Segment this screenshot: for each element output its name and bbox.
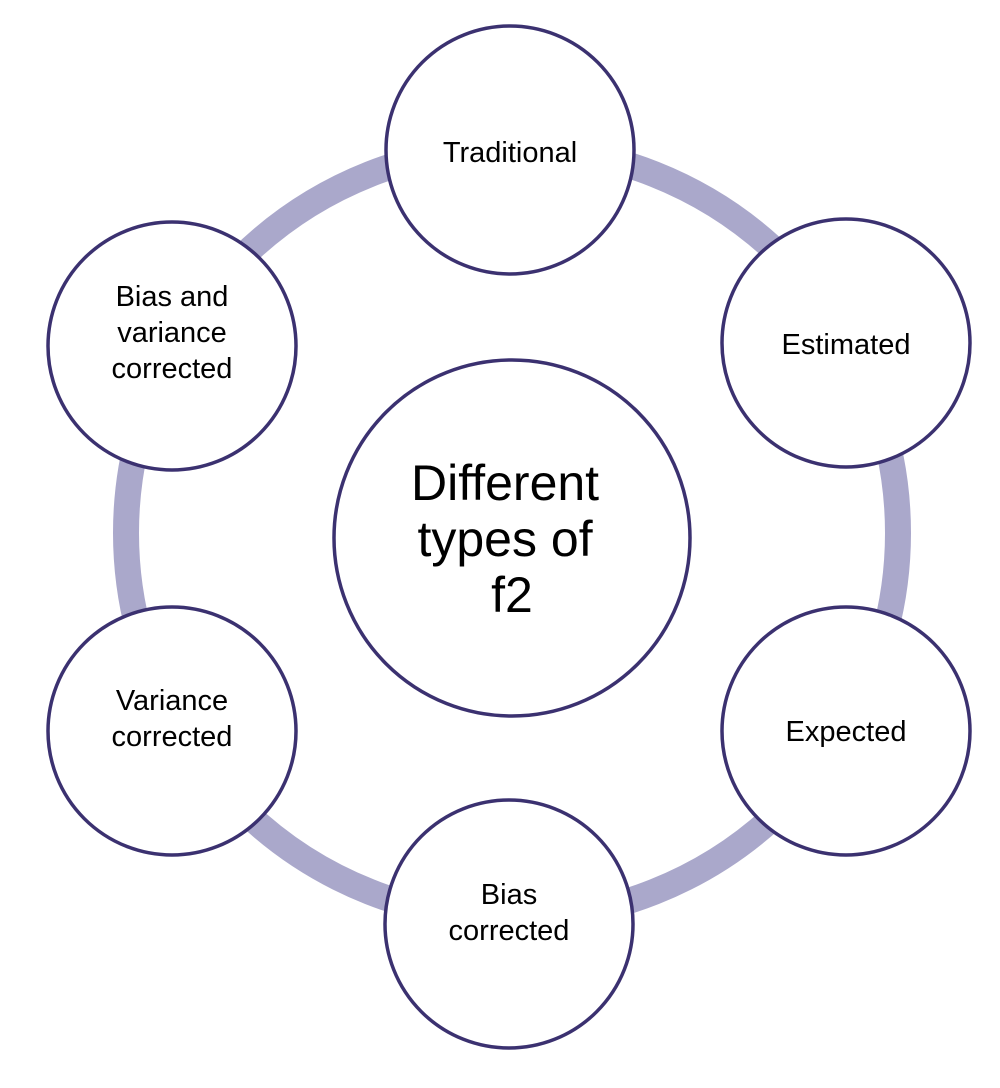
node-estimated: Estimated	[720, 217, 972, 469]
node-circle	[720, 605, 972, 857]
node-label-line: Expected	[786, 716, 907, 748]
node-label-line: Bias and	[116, 281, 229, 313]
center-label-line: f2	[491, 567, 533, 623]
node-label: Bias and variance corrected	[112, 281, 233, 385]
center-node: Different types of f2	[332, 358, 692, 718]
center-label-line: types of	[417, 511, 592, 567]
node-label: Estimated	[782, 329, 911, 361]
node-label-line: corrected	[112, 353, 233, 385]
node-variance-corrected: Variance corrected	[46, 605, 298, 857]
node-label: Bias corrected	[449, 879, 570, 947]
node-label-line: corrected	[449, 915, 570, 947]
node-label: Expected	[786, 716, 907, 748]
node-label-line: Bias	[481, 879, 537, 911]
node-label: Variance corrected	[112, 685, 233, 753]
node-bias-corrected: Bias corrected	[383, 798, 635, 1050]
node-label-line: Estimated	[782, 329, 911, 361]
node-circle	[383, 798, 635, 1050]
node-circle	[46, 220, 298, 472]
node-expected: Expected	[720, 605, 972, 857]
center-label: Different types of f2	[411, 455, 613, 623]
node-label: Traditional	[443, 137, 577, 169]
node-label-line: corrected	[112, 721, 233, 753]
node-traditional: Traditional	[384, 24, 636, 276]
node-circle	[720, 217, 972, 469]
center-label-line: Different	[411, 455, 599, 511]
node-label-line: variance	[117, 317, 227, 349]
node-circle	[384, 24, 636, 276]
node-label-line: Variance	[116, 685, 228, 717]
node-bias-and-variance-corrected: Bias and variance corrected	[46, 220, 298, 472]
center-circle	[332, 358, 692, 718]
node-circle	[46, 605, 298, 857]
node-label-line: Traditional	[443, 137, 577, 169]
